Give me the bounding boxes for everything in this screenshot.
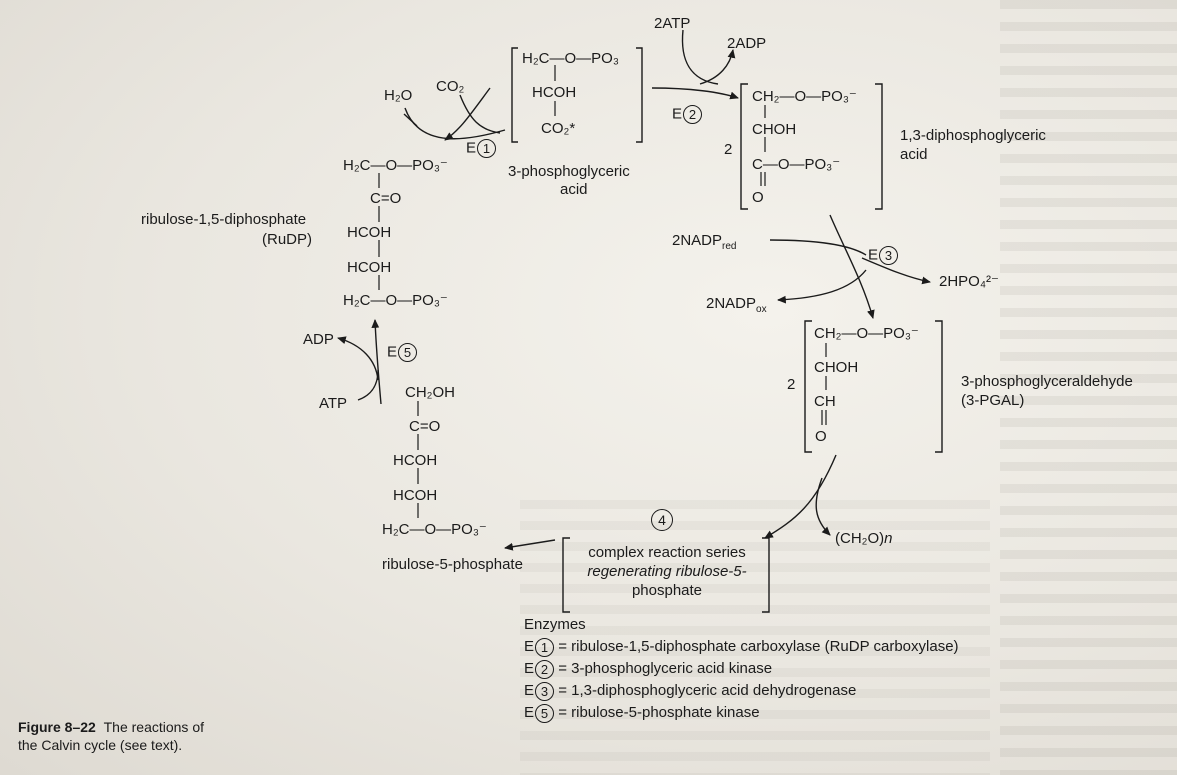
bleed-through-text-right — [1000, 0, 1177, 775]
pga-name-line1: 3-phosphoglyceric — [508, 163, 630, 180]
box-to-ru5p-arrow — [504, 539, 556, 551]
dpga-name-line2: acid — [900, 146, 928, 163]
caption-text-line2: the Calvin cycle (see text). — [18, 737, 183, 753]
rudp-line-4: HCOH — [347, 259, 392, 276]
h2o-curve-arrow — [404, 107, 506, 140]
ru5p-line-5: H₂C—O—PO₃⁻ — [382, 521, 487, 538]
pgal-line-3: CH — [814, 393, 836, 410]
dpga-line-2: CHOH — [752, 121, 797, 138]
hpo4-curve — [861, 257, 931, 285]
pgal-bracket-right — [935, 320, 943, 453]
dpga-bracket-left — [740, 83, 748, 210]
rudp-line-5: H₂C—O—PO₃⁻ — [343, 292, 448, 309]
pga-bracket-left — [511, 47, 518, 143]
adp-out-curve — [699, 49, 736, 85]
step2-main-arrow — [651, 87, 739, 100]
figure-caption: Figure 8–22 The reactions of the Calvin … — [18, 718, 204, 754]
ru5p-line-1: CH₂OH — [405, 384, 455, 401]
enzyme1-circle: 1 — [477, 139, 497, 158]
pgal-line-1: CH₂—O—PO₃⁻ — [814, 325, 919, 342]
enzyme2-circle: 2 — [683, 105, 703, 124]
ru5p-name: ribulose-5-phosphate — [382, 556, 523, 573]
nadp-ox-curve — [777, 269, 867, 304]
rudp-line-3: HCOH — [347, 224, 392, 241]
step4-box-line2: regenerating ribulose-5- — [587, 563, 747, 580]
step4-box-line1: complex reaction series — [588, 544, 746, 561]
rudp-abbr: (RuDP) — [262, 231, 313, 248]
dpga-line-1: CH₂—O—PO₃⁻ — [752, 88, 857, 105]
pgal-line-4: O — [815, 428, 827, 445]
water-label: H₂O — [384, 87, 413, 104]
hpo4-label: 2HPO₄²⁻ — [939, 273, 999, 290]
box-bracket-right — [762, 537, 770, 613]
nadp-ox-label: 2NADPox — [706, 295, 767, 315]
enzyme5-circle: 5 — [398, 343, 418, 362]
pga-line-3: CO₂* — [541, 120, 576, 137]
enzyme3-circle: 3 — [879, 246, 899, 265]
atp-in-curve — [681, 29, 719, 85]
atp-in-label: 2ATP — [654, 15, 691, 32]
rudp-line-1: H₂C—O—PO₃⁻ — [343, 157, 448, 174]
enzyme-number-circle: 5 — [535, 703, 555, 723]
step3-main-arrow — [829, 214, 875, 319]
pga-bracket-right — [636, 47, 643, 143]
step4-box-line3: phosphate — [631, 582, 703, 599]
caption-text-line1: The reactions of — [103, 719, 204, 735]
step4-number: 4 — [651, 509, 673, 531]
rudp-line-2: C=O — [370, 190, 402, 207]
enzyme-number-circle: 2 — [535, 659, 555, 679]
enzyme-number-circle: 3 — [535, 681, 555, 701]
ch2o-out-curve — [815, 477, 831, 536]
dpga-name-line1: 1,3-diphosphoglyceric — [900, 127, 1046, 144]
nadp-red-label: 2NADPred — [672, 232, 737, 252]
step1-main-arrow — [444, 87, 491, 141]
dpga-coef: 2 — [724, 141, 733, 158]
pgal-name-line1: 3-phosphoglyceraldehyde — [961, 373, 1133, 390]
pga-line-1: H₂C—O—PO₃ — [522, 50, 619, 67]
enzyme-list-heading: Enzymes — [524, 616, 586, 633]
co2-curve-arrow — [459, 94, 501, 134]
pgal-name-line2: (3-PGAL) — [961, 392, 1025, 409]
bleed-through-text-lower — [520, 500, 990, 775]
atp-in-curve-5 — [357, 369, 379, 401]
pgal-line-2: CHOH — [814, 359, 859, 376]
pgal-coef: 2 — [787, 376, 796, 393]
adp-label-step5: ADP — [303, 331, 334, 348]
dpga-line-4: O — [752, 189, 764, 206]
atp-label-step5: ATP — [319, 395, 348, 412]
ru5p-line-3: HCOH — [393, 452, 438, 469]
rudp-to-co2-arrow — [403, 113, 418, 127]
nadp-red-curve — [769, 239, 867, 256]
co2-label: CO₂ — [436, 78, 465, 95]
ch2o-product-label: (CH₂O)n — [835, 530, 893, 547]
pga-line-2: HCOH — [532, 84, 577, 101]
adp-out-curve-5 — [337, 336, 379, 381]
ru5p-line-4: HCOH — [393, 487, 438, 504]
step5-main-arrow — [371, 319, 382, 405]
rudp-name: ribulose-1,5-diphosphate — [141, 211, 307, 228]
dpga-line-3: C—O—PO₃⁻ — [752, 156, 841, 173]
adp-out-label: 2ADP — [727, 35, 767, 52]
dpga-bracket-right — [875, 83, 883, 210]
pgal-bracket-left — [804, 320, 812, 453]
figure-label: Figure 8–22 — [18, 719, 96, 735]
box-bracket-left — [562, 537, 570, 613]
step4-main-arrow — [764, 454, 837, 539]
pga-name-line2: acid — [560, 181, 588, 198]
enzyme-number-circle: 1 — [535, 637, 555, 657]
ru5p-line-2: C=O — [409, 418, 441, 435]
